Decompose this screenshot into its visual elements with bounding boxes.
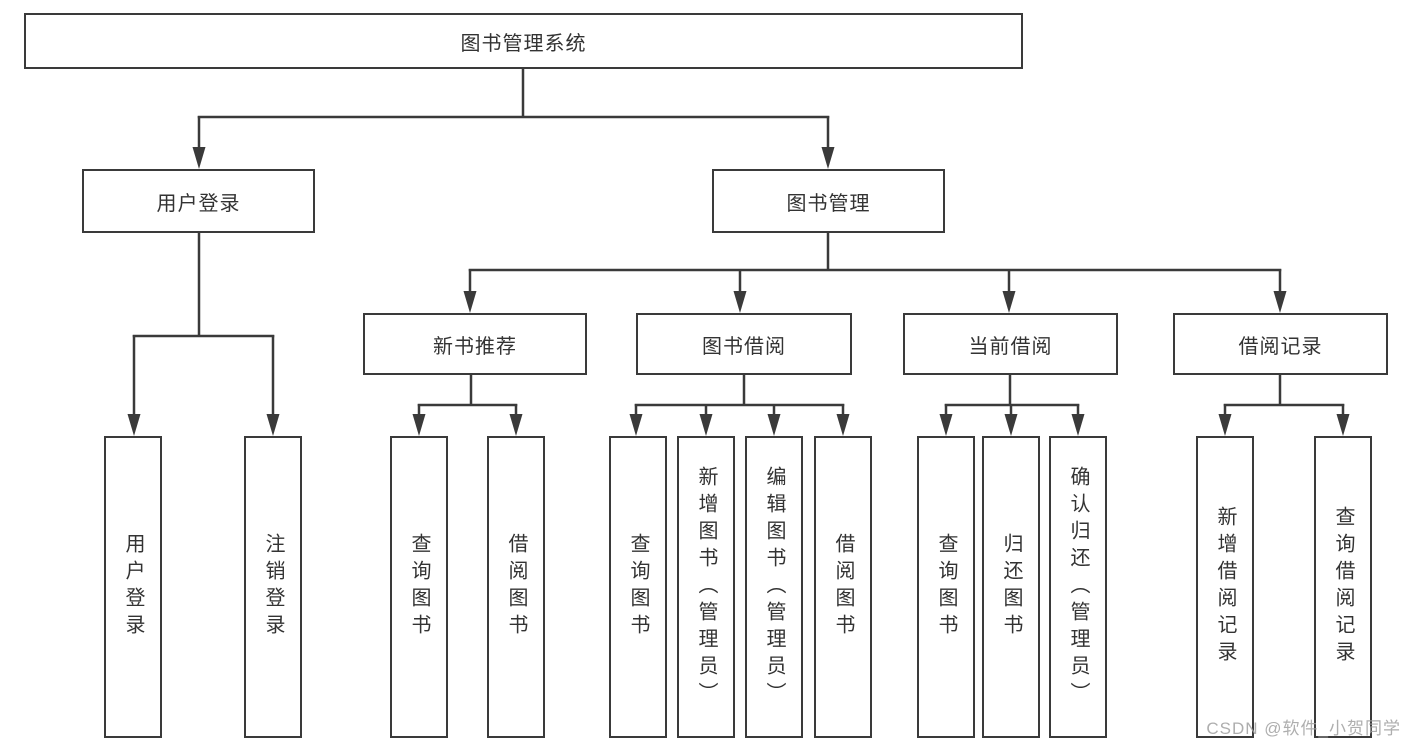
node-borrow-records: 借阅记录 — [1173, 313, 1388, 375]
csdn-watermark: CSDN @软件_小贺同学 — [1206, 719, 1401, 738]
node-query-books-recommend: 查询图书 — [390, 436, 448, 738]
node-label: 新增借阅记录 — [1214, 506, 1236, 668]
node-label: 新增图书（管理员） — [695, 465, 717, 709]
node-label: 借阅图书 — [505, 533, 527, 641]
node-user-login: 用户登录 — [82, 169, 315, 233]
arrowheads — [127, 147, 1350, 436]
node-query-books-borrowing: 查询图书 — [609, 436, 667, 738]
node-label: 查询图书 — [935, 533, 957, 641]
node-query-borrow-record: 查询借阅记录 — [1314, 436, 1372, 738]
node-current-borrowing: 当前借阅 — [903, 313, 1118, 375]
node-add-borrow-record: 新增借阅记录 — [1196, 436, 1254, 738]
node-label: 用户登录 — [122, 533, 144, 641]
node-book-borrowing: 图书借阅 — [636, 313, 852, 375]
node-label: 借阅图书 — [832, 533, 854, 641]
node-user-login-leaf: 用户登录 — [104, 436, 162, 738]
node-label: 图书借阅 — [702, 335, 786, 358]
node-label: 查询图书 — [408, 533, 430, 641]
node-borrow-books-recommend: 借阅图书 — [487, 436, 545, 738]
node-label: 编辑图书（管理员） — [763, 465, 785, 709]
node-label: 图书管理系统 — [460, 32, 587, 55]
node-label: 查询借阅记录 — [1332, 506, 1354, 668]
node-new-book-recommend: 新书推荐 — [363, 313, 587, 375]
node-edit-books-admin: 编辑图书（管理员） — [745, 436, 803, 738]
node-borrow-books-leaf: 借阅图书 — [814, 436, 872, 738]
node-label: 用户登录 — [156, 192, 241, 215]
node-label: 确认归还（管理员） — [1067, 465, 1089, 709]
node-confirm-return-admin: 确认归还（管理员） — [1049, 436, 1107, 738]
node-label: 当前借阅 — [968, 335, 1053, 358]
node-library-management-system: 图书管理系统 — [24, 13, 1023, 69]
node-label: 图书管理 — [786, 192, 871, 215]
node-query-books-current: 查询图书 — [917, 436, 975, 738]
node-label: 新书推荐 — [433, 335, 517, 358]
node-add-books-admin: 新增图书（管理员） — [677, 436, 735, 738]
node-label: 归还图书 — [1000, 533, 1022, 641]
node-label: 借阅记录 — [1238, 335, 1323, 358]
node-logout: 注销登录 — [244, 436, 302, 738]
node-label: 查询图书 — [627, 533, 649, 641]
node-label: 注销登录 — [262, 533, 284, 641]
node-book-management: 图书管理 — [712, 169, 945, 233]
node-return-books: 归还图书 — [982, 436, 1040, 738]
